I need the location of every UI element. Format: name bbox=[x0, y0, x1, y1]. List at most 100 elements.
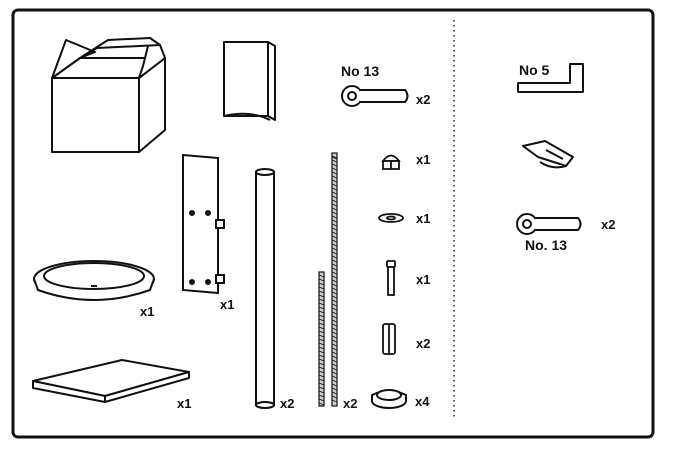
allen-key-icon bbox=[517, 63, 584, 93]
thread-mark bbox=[331, 275, 338, 279]
thread-mark bbox=[331, 271, 338, 275]
thread-mark bbox=[331, 279, 338, 283]
thread-mark bbox=[318, 282, 325, 286]
thread-mark bbox=[331, 175, 338, 179]
cap-nut-qty: x1 bbox=[416, 152, 431, 167]
eye-bolt-label: No 13 bbox=[341, 63, 380, 79]
thread-mark bbox=[318, 318, 325, 322]
thread-mark bbox=[318, 286, 325, 290]
bracket-qty: x1 bbox=[220, 297, 235, 312]
thread-mark bbox=[318, 290, 325, 294]
thread-mark bbox=[331, 211, 338, 215]
thread-mark bbox=[331, 263, 338, 267]
thread-mark bbox=[318, 370, 325, 374]
thread-mark bbox=[318, 374, 325, 378]
thread-mark bbox=[318, 314, 325, 318]
thread-mark bbox=[318, 330, 325, 334]
thread-mark bbox=[318, 378, 325, 382]
thread-mark bbox=[331, 171, 338, 175]
board-qty: x1 bbox=[177, 396, 192, 411]
rubber-foot-icon bbox=[371, 389, 407, 409]
thread-mark bbox=[331, 187, 338, 191]
thread-mark bbox=[318, 394, 325, 398]
bolt-qty: x1 bbox=[416, 272, 431, 287]
thread-mark bbox=[318, 278, 325, 282]
thread-mark bbox=[331, 335, 338, 339]
spacer-icon bbox=[382, 323, 396, 355]
thread-mark bbox=[331, 395, 338, 399]
thread-mark bbox=[331, 379, 338, 383]
thread-mark bbox=[318, 358, 325, 362]
thread-mark bbox=[331, 363, 338, 367]
thread-mark bbox=[331, 347, 338, 351]
thread-mark bbox=[331, 283, 338, 287]
thread-mark bbox=[331, 319, 338, 323]
thread-mark bbox=[318, 342, 325, 346]
thread-mark bbox=[331, 343, 338, 347]
screwdriver-bit-icon bbox=[522, 140, 574, 169]
thread-mark bbox=[331, 207, 338, 211]
thread-mark bbox=[318, 274, 325, 278]
thread-mark bbox=[331, 315, 338, 319]
allen-key-label: No 5 bbox=[519, 62, 550, 78]
thread-marks bbox=[318, 155, 338, 406]
thread-mark bbox=[331, 391, 338, 395]
thread-mark bbox=[331, 227, 338, 231]
thread-mark bbox=[331, 371, 338, 375]
spanner-qty: x2 bbox=[601, 217, 616, 232]
thread-mark bbox=[331, 323, 338, 327]
thread-mark bbox=[331, 399, 338, 403]
thread-mark bbox=[331, 387, 338, 391]
thread-mark bbox=[331, 355, 338, 359]
thread-mark bbox=[331, 375, 338, 379]
thread-mark bbox=[318, 362, 325, 366]
foot-qty: x4 bbox=[415, 394, 430, 409]
thread-mark bbox=[331, 235, 338, 239]
thread-mark bbox=[318, 382, 325, 386]
thread-mark bbox=[331, 267, 338, 271]
pole-icon bbox=[255, 168, 275, 409]
thread-mark bbox=[318, 298, 325, 302]
thread-mark bbox=[318, 398, 325, 402]
thread-mark bbox=[318, 302, 325, 306]
thread-mark bbox=[318, 402, 325, 406]
bolt-icon bbox=[386, 260, 396, 296]
cardboard-box-icon bbox=[51, 37, 166, 153]
thread-mark bbox=[331, 331, 338, 335]
thread-mark bbox=[331, 359, 338, 363]
thread-mark bbox=[331, 339, 338, 343]
tray-qty: x1 bbox=[140, 304, 155, 319]
thread-mark bbox=[331, 303, 338, 307]
thread-mark bbox=[331, 247, 338, 251]
thread-mark bbox=[331, 243, 338, 247]
booklet-icon bbox=[223, 41, 276, 121]
thread-mark bbox=[331, 215, 338, 219]
rod-qty: x2 bbox=[343, 396, 358, 411]
thread-mark bbox=[331, 259, 338, 263]
thread-mark bbox=[318, 322, 325, 326]
thread-mark bbox=[331, 203, 338, 207]
thread-mark bbox=[318, 386, 325, 390]
thread-mark bbox=[331, 287, 338, 291]
mounting-bracket-icon bbox=[182, 153, 225, 295]
thread-mark bbox=[331, 295, 338, 299]
thread-mark bbox=[331, 183, 338, 187]
thread-mark bbox=[318, 338, 325, 342]
thread-mark bbox=[331, 291, 338, 295]
washer-icon bbox=[378, 213, 404, 223]
thread-mark bbox=[331, 311, 338, 315]
thread-mark bbox=[318, 334, 325, 338]
thread-mark bbox=[331, 299, 338, 303]
thread-mark bbox=[331, 179, 338, 183]
spanner-label: No. 13 bbox=[525, 237, 568, 253]
eye-bolt-icon bbox=[341, 85, 409, 107]
spacer-qty: x2 bbox=[416, 336, 431, 351]
spanner-icon bbox=[516, 213, 582, 235]
thread-mark bbox=[331, 367, 338, 371]
thread-mark bbox=[331, 219, 338, 223]
thread-mark bbox=[331, 167, 338, 171]
thread-mark bbox=[331, 351, 338, 355]
thread-mark bbox=[331, 223, 338, 227]
round-tray-icon bbox=[33, 260, 155, 301]
thread-mark bbox=[318, 350, 325, 354]
